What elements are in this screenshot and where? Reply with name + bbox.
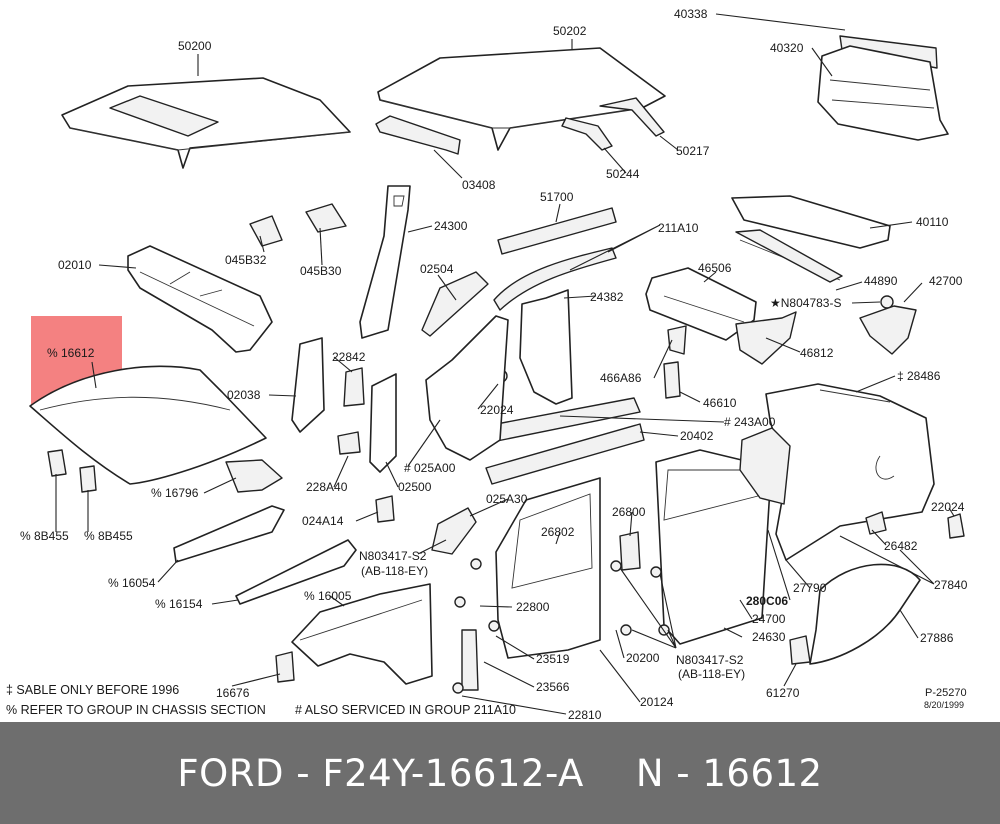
label-46812: 46812 — [800, 346, 834, 360]
figure-date: 8/20/1999 — [924, 700, 964, 710]
label-025A30: 025A30 — [486, 492, 528, 506]
label-16054: % 16054 — [108, 576, 156, 590]
legend-notes: ‡ SABLE ONLY BEFORE 1996 % REFER TO GROU… — [6, 683, 967, 717]
label-50200: 50200 — [178, 39, 212, 53]
label-03408: 03408 — [462, 178, 496, 192]
label-N804783: ★N804783-S — [770, 296, 841, 310]
label-02500: 02500 — [398, 480, 432, 494]
label-24700: 24700 — [752, 612, 786, 626]
label-50244: 50244 — [606, 167, 640, 181]
label-24630: 24630 — [752, 630, 786, 644]
footer-bar: FORD - F24Y-16612-A N - 16612 — [0, 722, 1000, 824]
part-labels: 40338 40320 50200 50202 03408 50244 5021… — [20, 7, 968, 722]
label-466A86: 466A86 — [600, 371, 642, 385]
footer-reference: N - 16612 — [635, 751, 823, 795]
label-22842: 22842 — [332, 350, 366, 364]
label-61270: 61270 — [766, 686, 800, 700]
label-16676: 16676 — [216, 686, 250, 700]
parts-diagram: 40338 40320 50200 50202 03408 50244 5021… — [6, 7, 968, 722]
label-02504: 02504 — [420, 262, 454, 276]
label-20124: 20124 — [640, 695, 674, 709]
label-23566: 23566 — [536, 680, 570, 694]
label-22024-b: 22024 — [931, 500, 965, 514]
label-50217: 50217 — [676, 144, 710, 158]
footer-part-number: FORD - F24Y-16612-A — [177, 751, 584, 795]
label-22800: 22800 — [516, 600, 550, 614]
label-44890: 44890 — [864, 274, 898, 288]
label-40338: 40338 — [674, 7, 708, 21]
label-16154: % 16154 — [155, 597, 203, 611]
label-8B455-a: % 8B455 — [20, 529, 69, 543]
label-AB118-b: (AB-118-EY) — [678, 667, 745, 681]
label-024A14: 024A14 — [302, 514, 344, 528]
label-02010: 02010 — [58, 258, 92, 272]
label-20402: 20402 — [680, 429, 714, 443]
label-42700: 42700 — [929, 274, 963, 288]
leader-lines — [55, 13, 955, 715]
label-40320: 40320 — [770, 41, 804, 55]
label-228A40: 228A40 — [306, 480, 348, 494]
label-243A00: # 243A00 — [724, 415, 776, 429]
label-27790: 27790 — [793, 581, 827, 595]
note-also-serviced: # ALSO SERVICED IN GROUP 211A10 — [295, 703, 516, 717]
label-045B32: 045B32 — [225, 253, 267, 267]
label-23519: 23519 — [536, 652, 570, 666]
label-AB118-a: (AB-118-EY) — [361, 564, 428, 578]
label-16612: % 16612 — [47, 346, 95, 360]
figure-number: P-25270 — [925, 687, 967, 699]
label-211A10: 211A10 — [658, 221, 699, 235]
label-N803417-b: N803417-S2 — [676, 653, 744, 667]
label-22810: 22810 — [568, 708, 602, 722]
label-045B30: 045B30 — [300, 264, 342, 278]
label-N803417-a: N803417-S2 — [359, 549, 427, 563]
part-drawings — [29, 35, 965, 694]
note-sable: ‡ SABLE ONLY BEFORE 1996 — [6, 683, 179, 697]
label-46610: 46610 — [703, 396, 737, 410]
label-22024-a: 22024 — [480, 403, 514, 417]
note-chassis: % REFER TO GROUP IN CHASSIS SECTION — [6, 703, 266, 717]
label-46506: 46506 — [698, 261, 732, 275]
label-16796: % 16796 — [151, 486, 199, 500]
label-8B455-b: % 8B455 — [84, 529, 133, 543]
label-27840: 27840 — [934, 578, 968, 592]
label-40110: 40110 — [916, 215, 949, 229]
label-51700: 51700 — [540, 190, 574, 204]
label-28486: ‡ 28486 — [897, 369, 941, 383]
label-280C06: 280C06 — [746, 594, 788, 608]
label-27886: 27886 — [920, 631, 954, 645]
label-02038: 02038 — [227, 388, 261, 402]
label-26800: 26800 — [612, 505, 646, 519]
label-025A00: # 025A00 — [404, 461, 456, 475]
label-26482: 26482 — [884, 539, 918, 553]
label-20200: 20200 — [626, 651, 660, 665]
label-24300: 24300 — [434, 219, 468, 233]
label-24382: 24382 — [590, 290, 624, 304]
label-50202: 50202 — [553, 24, 587, 38]
label-26802: 26802 — [541, 525, 575, 539]
label-16005: % 16005 — [304, 589, 352, 603]
